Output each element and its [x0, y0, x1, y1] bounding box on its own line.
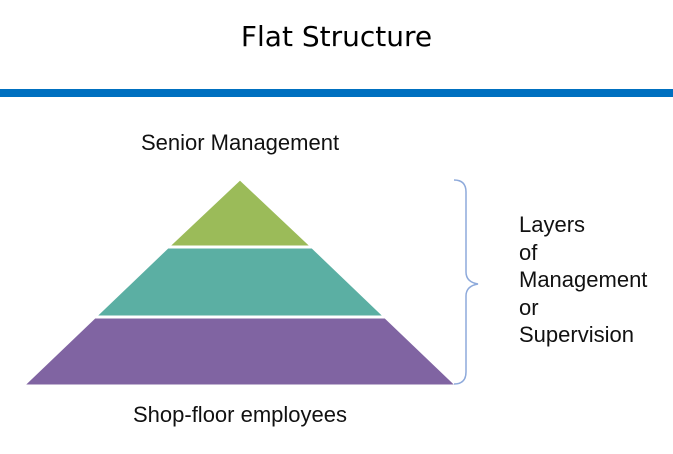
shop-floor-label: Shop-floor employees — [132, 402, 347, 427]
layers-label-line: Layers — [519, 212, 586, 237]
layers-label-line: of — [519, 239, 538, 265]
senior-management-label: Senior Management — [140, 130, 340, 155]
layers-label-line: or — [519, 294, 539, 320]
slide-title: Flat Structure — [240, 20, 433, 53]
layers-brace — [453, 179, 479, 385]
title-divider — [0, 89, 673, 97]
pyramid-tier-bottom — [23, 317, 457, 386]
pyramid-tier-middle — [95, 247, 385, 317]
layers-label-line: Management — [519, 267, 648, 292]
pyramid-tier-top — [168, 179, 312, 247]
layers-label-line: Supervision — [519, 322, 634, 347]
layers-label: Layers of Management or Supervision — [519, 211, 647, 349]
